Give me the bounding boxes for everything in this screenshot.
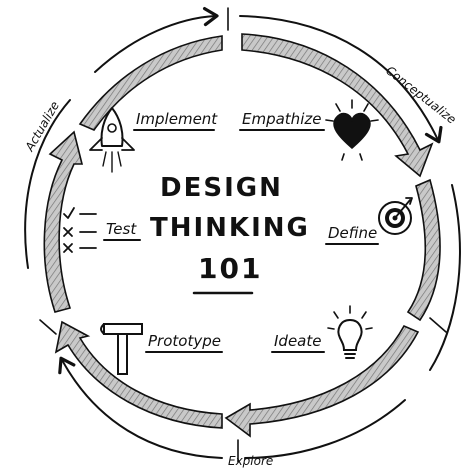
stage-define: Define	[325, 197, 413, 245]
inner-band	[43, 33, 441, 438]
band-left	[43, 130, 84, 313]
heart-icon	[325, 99, 379, 161]
rocket-icon	[89, 107, 135, 173]
outer-arc-right-lower	[429, 184, 461, 371]
stage-label-ideate: Ideate	[274, 332, 321, 350]
stage-empathize: Empathize	[239, 99, 379, 161]
tick-right	[429, 317, 447, 333]
stage-ideate: Ideate	[271, 305, 373, 359]
tick-left	[39, 319, 57, 335]
outer-arc-top-left	[94, 6, 219, 73]
outer-arc-explore	[244, 399, 406, 459]
stage-label-define: Define	[328, 224, 377, 242]
phase-label-explore: Explore	[228, 454, 273, 468]
outer-arc-actualize	[24, 99, 71, 269]
stage-label-implement: Implement	[136, 110, 218, 128]
outer-cycle	[24, 6, 461, 463]
band-top-left	[78, 35, 223, 131]
band-bottom-right	[224, 324, 420, 438]
stage-label-test: Test	[106, 220, 137, 238]
title-line-1: DESIGN	[160, 173, 283, 203]
outer-arc-bottom-left	[58, 356, 223, 459]
stage-implement: Implement	[89, 107, 218, 173]
stage-label-empathize: Empathize	[242, 110, 321, 128]
title-line-3: 101	[198, 252, 262, 285]
hammer-icon	[100, 323, 143, 375]
band-bottom-left	[54, 320, 223, 429]
band-right	[406, 178, 441, 322]
stage-label-prototype: Prototype	[148, 332, 221, 350]
checklist-icon	[63, 207, 97, 253]
stage-prototype: Prototype	[100, 323, 223, 375]
stage-test: Test	[63, 207, 141, 253]
outer-arc-conceptualize	[239, 15, 443, 144]
title-line-2: THINKING	[150, 213, 310, 243]
band-top-right	[241, 33, 434, 178]
lightbulb-icon	[327, 305, 373, 359]
target-dart-icon	[378, 197, 413, 235]
